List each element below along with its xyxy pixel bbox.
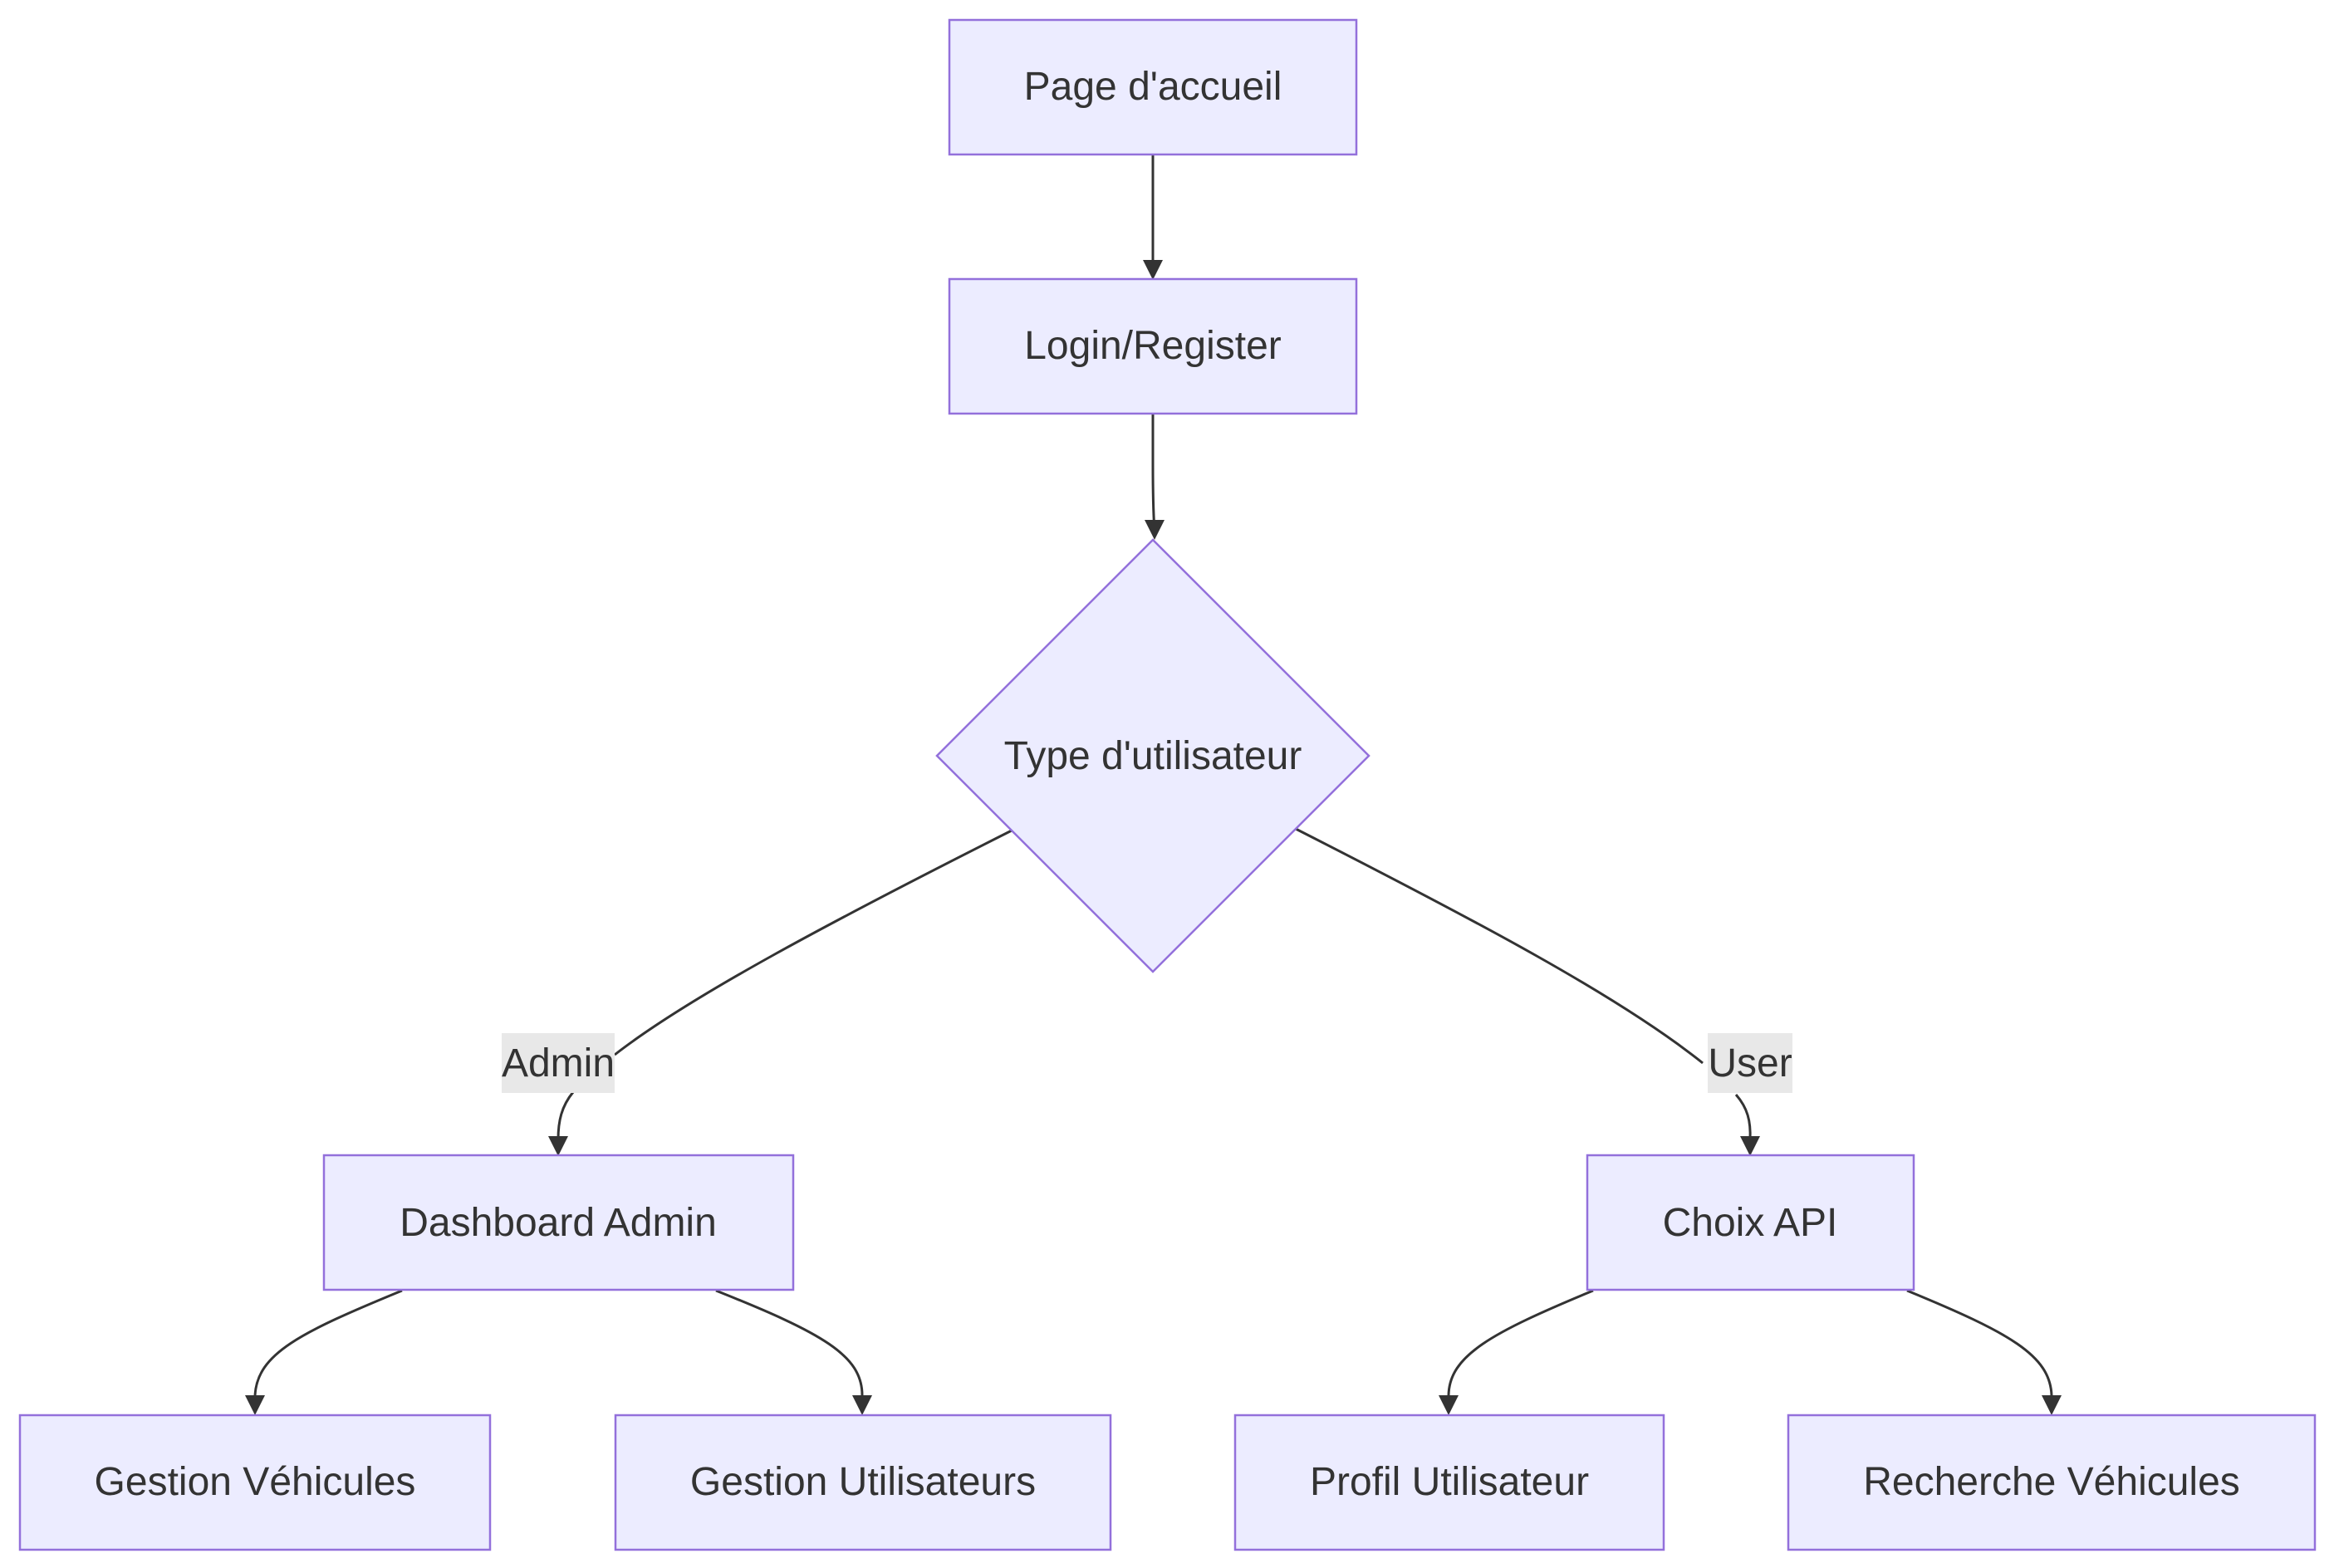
arrowhead-recherche	[2042, 1395, 2062, 1415]
edge-type-to-admin	[614, 829, 1013, 1056]
edge-dashboard-to-gestion-utilisateurs	[715, 1289, 864, 1396]
arrowhead-login	[1143, 260, 1163, 280]
arrowhead-dashboard	[548, 1136, 568, 1156]
node-gestion-utilisateurs-label: Gestion Utilisateurs	[690, 1460, 1036, 1504]
edge-admin-label-to-dashboard	[557, 1091, 575, 1140]
node-recherche-vehicules-label: Recherche Véhicules	[1863, 1460, 2240, 1504]
node-profil-utilisateur[interactable]: Profil Utilisateur	[1233, 1414, 1665, 1551]
arrowhead-type	[1145, 520, 1165, 540]
node-choix-api-label: Choix API	[1663, 1201, 1838, 1245]
node-dashboard-admin[interactable]: Dashboard Admin	[322, 1154, 795, 1291]
edge-label-admin: Admin	[502, 1033, 615, 1093]
edge-type-to-user	[1295, 827, 1704, 1065]
edge-label-user: User	[1708, 1033, 1792, 1093]
edge-user-label-to-choix	[1734, 1094, 1752, 1140]
arrowhead-choix	[1740, 1136, 1760, 1156]
edge-login-to-type	[1151, 414, 1156, 532]
arrowhead-gestion-utilisateurs	[852, 1395, 872, 1415]
arrowhead-gestion-vehicules	[245, 1395, 265, 1415]
node-gestion-vehicules[interactable]: Gestion Véhicules	[18, 1414, 492, 1551]
edge-label-user-text: User	[1708, 1041, 1792, 1085]
node-page-accueil[interactable]: Page d'accueil	[948, 18, 1358, 156]
node-recherche-vehicules[interactable]: Recherche Véhicules	[1787, 1414, 2317, 1551]
node-type-utilisateur-label: Type d'utilisateur	[1004, 734, 1302, 778]
node-login-register-label: Login/Register	[1024, 324, 1282, 368]
node-gestion-utilisateurs[interactable]: Gestion Utilisateurs	[614, 1414, 1112, 1551]
node-choix-api[interactable]: Choix API	[1586, 1154, 1915, 1291]
node-page-accueil-label: Page d'accueil	[1024, 65, 1282, 109]
node-gestion-vehicules-label: Gestion Véhicules	[95, 1460, 416, 1504]
edge-dashboard-to-gestion-vehicules	[253, 1289, 403, 1396]
node-dashboard-admin-label: Dashboard Admin	[400, 1201, 717, 1245]
node-type-utilisateur[interactable]: Type d'utilisateur	[935, 538, 1370, 973]
arrowhead-profil	[1439, 1395, 1459, 1415]
edge-choix-to-recherche	[1906, 1289, 2053, 1396]
node-login-register[interactable]: Login/Register	[948, 277, 1358, 415]
edge-label-admin-text: Admin	[502, 1041, 615, 1085]
node-profil-utilisateur-label: Profil Utilisateur	[1310, 1460, 1589, 1504]
edge-choix-to-profil	[1447, 1289, 1594, 1396]
